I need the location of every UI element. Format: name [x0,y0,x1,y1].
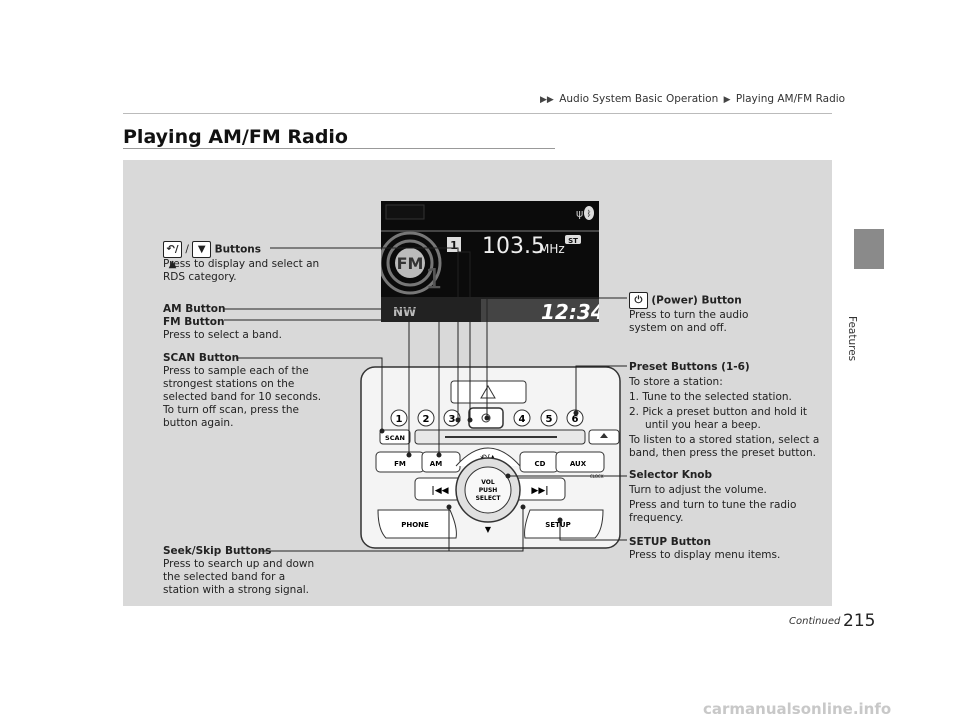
svg-text:ST: ST [568,237,578,245]
callout-selector: Selector Knob Turn to adjust the volume.… [629,469,797,524]
back-icon: ↶/▲ [163,241,182,270]
svg-text:AM: AM [430,460,442,468]
callout-seek: Seek/Skip Buttons Press to search up and… [163,545,315,596]
svg-text:1: 1 [450,239,458,252]
header-rule [123,113,832,114]
frequency-readout: 103.5 [482,234,545,259]
skip-back-icon: |◀◀ [431,486,448,496]
svg-text:VOL: VOL [481,479,495,486]
page-title: Playing AM/FM Radio [123,126,348,148]
down-arrow-icon: ▼ [192,241,212,258]
svg-text:FM: FM [397,254,424,273]
svg-text:1: 1 [396,414,403,425]
svg-text:SETUP: SETUP [545,521,570,529]
svg-text:6: 6 [572,414,579,425]
skip-forward-icon: ▶▶| [531,486,548,496]
callout-power: ⏻ (Power) Button Press to turn the audio… [629,292,748,335]
svg-text:SELECT: SELECT [476,495,502,502]
bluetooth-icon: ᛒ [584,206,594,220]
callout-am-fm: AM Button FM Button Press to select a ba… [163,303,282,341]
continued-label: Continued [789,616,841,627]
svg-text:PHONE: PHONE [401,521,429,529]
display-graphics: ᛒ ψ FM 1 1 103.5 MHz ST NW 12:34 [381,204,599,322]
svg-text:AUX: AUX [570,460,587,468]
callout-scan: SCAN Button Press to sample each of the … [163,352,322,429]
callout-preset: Preset Buttons (1-6) To store a station:… [629,361,820,459]
callout-setup: SETUP Button Press to display menu items… [629,536,781,561]
svg-text:2: 2 [423,414,430,425]
svg-text:FM: FM [394,460,406,468]
power-icon: ⏻ [629,292,648,309]
svg-text:3: 3 [449,414,456,425]
svg-text:CD: CD [535,460,546,468]
title-rule [123,148,555,149]
breadcrumb-arrow-icon: ▶ [723,95,731,105]
svg-text:1: 1 [425,262,443,295]
page-number: 215 [843,611,876,631]
section-tab [854,229,884,269]
breadcrumb-item-current: Playing AM/FM Radio [735,93,846,105]
svg-text:▼: ▼ [485,525,492,534]
usb-icon: ψ [576,207,583,220]
faceplate-graphics: 1 2 3 4 5 6 SCAN FM AM ↶/▲ CD AUX CLOCK … [360,366,621,549]
preset-buttons: 1 2 3 4 5 6 [390,409,584,427]
breadcrumb-arrow-icon: ▶▶ [540,95,554,105]
radio-wave-icon [381,231,442,295]
callout-buttons: ↶/▲ / ▼ Buttons Press to display and sel… [163,241,319,284]
svg-text:5: 5 [546,414,553,425]
audio-display-screen: ᛒ ψ FM 1 1 103.5 MHz ST NW 12:34 [381,201,599,322]
svg-text:PUSH: PUSH [479,487,498,494]
breadcrumb: ▶▶ Audio System Basic Operation ▶ Playin… [538,93,845,105]
svg-text:ᛒ: ᛒ [587,209,592,218]
eject-icon [600,433,608,438]
svg-text:MHz: MHz [539,242,565,256]
watermark: carmanualsonline.info [703,700,892,718]
breadcrumb-item-audio[interactable]: Audio System Basic Operation [559,93,719,105]
audio-faceplate: 1 2 3 4 5 6 SCAN FM AM ↶/▲ CD AUX CLOCK … [360,366,621,549]
hazard-icon [480,385,496,399]
clock-readout: 12:34 [541,300,599,322]
svg-text:SCAN: SCAN [385,434,405,442]
svg-text:4: 4 [519,414,526,425]
